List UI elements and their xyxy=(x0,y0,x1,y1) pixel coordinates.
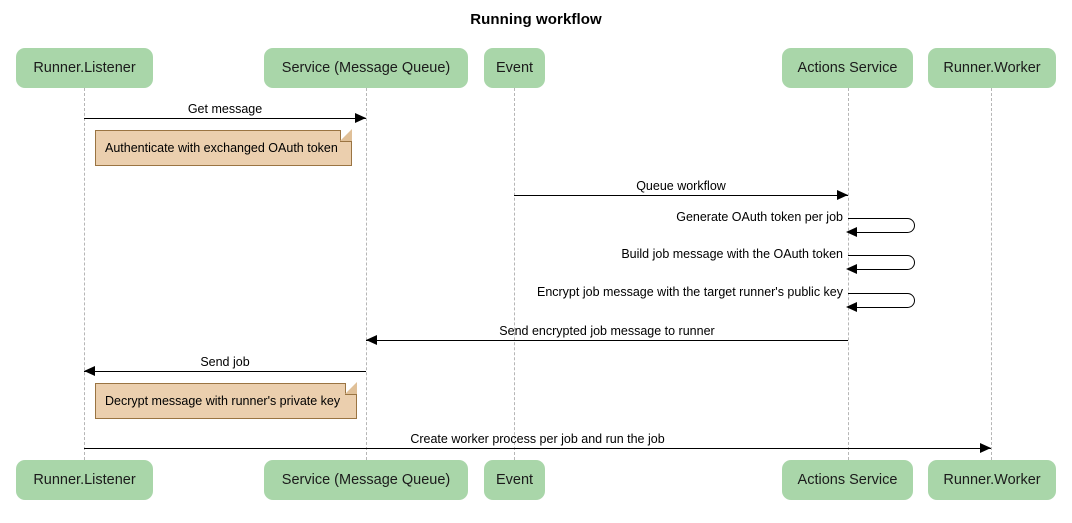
participant-runner-listener-top[interactable]: Runner.Listener xyxy=(16,48,153,88)
arrowhead-send-encrypted-job-message xyxy=(366,335,377,345)
participant-label: Runner.Worker xyxy=(943,472,1041,488)
arrowhead-build-job-message xyxy=(846,264,857,274)
note-fold-icon xyxy=(340,129,352,142)
message-line-send-encrypted-job-message[interactable] xyxy=(366,340,848,341)
participant-label: Actions Service xyxy=(797,472,898,488)
participant-service-message-queue-bottom[interactable]: Service (Message Queue) xyxy=(264,460,468,500)
participant-service-message-queue-top[interactable]: Service (Message Queue) xyxy=(264,48,468,88)
arrowhead-queue-workflow xyxy=(837,190,848,200)
message-line-create-worker-process[interactable] xyxy=(84,448,991,449)
participant-label: Runner.Worker xyxy=(943,60,1041,76)
participant-runner-worker-top[interactable]: Runner.Worker xyxy=(928,48,1056,88)
message-label-generate-oauth-token: Generate OAuth token per job xyxy=(676,210,843,224)
arrowhead-encrypt-job-message xyxy=(846,302,857,312)
participant-label: Runner.Listener xyxy=(33,60,136,76)
message-label-send-encrypted-job-message: Send encrypted job message to runner xyxy=(499,324,715,338)
participant-label: Service (Message Queue) xyxy=(281,60,451,76)
participant-event-top[interactable]: Event xyxy=(484,48,545,88)
participant-runner-listener-bottom[interactable]: Runner.Listener xyxy=(16,460,153,500)
message-label-queue-workflow: Queue workflow xyxy=(636,179,726,193)
note-label: Authenticate with exchanged OAuth token xyxy=(105,141,338,155)
message-line-queue-workflow[interactable] xyxy=(514,195,848,196)
message-label-create-worker-process: Create worker process per job and run th… xyxy=(410,432,665,446)
lifeline-runner-worker xyxy=(991,88,992,460)
selfloop-encrypt-job-message[interactable] xyxy=(848,293,915,308)
participant-runner-worker-bottom[interactable]: Runner.Worker xyxy=(928,460,1056,500)
selfloop-generate-oauth-token[interactable] xyxy=(848,218,915,233)
participant-actions-service-top[interactable]: Actions Service xyxy=(782,48,913,88)
arrowhead-send-job xyxy=(84,366,95,376)
participant-actions-service-bottom[interactable]: Actions Service xyxy=(782,460,913,500)
note-fold-icon xyxy=(345,382,357,395)
lifeline-runner-listener xyxy=(84,88,85,460)
message-line-get-message[interactable] xyxy=(84,118,366,119)
lifeline-actions-service xyxy=(848,88,849,460)
participant-label: Service (Message Queue) xyxy=(281,472,451,488)
lifeline-event xyxy=(514,88,515,460)
note-label: Decrypt message with runner's private ke… xyxy=(105,394,341,408)
participant-event-bottom[interactable]: Event xyxy=(484,460,545,500)
participant-label: Event xyxy=(495,60,534,76)
message-line-send-job[interactable] xyxy=(84,371,366,372)
participant-label: Runner.Listener xyxy=(33,472,136,488)
arrowhead-generate-oauth-token xyxy=(846,227,857,237)
selfloop-build-job-message[interactable] xyxy=(848,255,915,270)
message-label-encrypt-job-message: Encrypt job message with the target runn… xyxy=(536,285,843,299)
note-authenticate-oauth: Authenticate with exchanged OAuth token xyxy=(95,129,352,166)
arrowhead-get-message xyxy=(355,113,366,123)
participant-label: Actions Service xyxy=(797,60,898,76)
participant-label: Event xyxy=(495,472,534,488)
note-decrypt-private-key: Decrypt message with runner's private ke… xyxy=(95,382,357,419)
message-label-get-message: Get message xyxy=(187,102,263,116)
diagram-title: Running workflow xyxy=(470,11,602,28)
lifeline-service-message-queue xyxy=(366,88,367,460)
message-label-build-job-message: Build job message with the OAuth token xyxy=(621,247,843,261)
message-label-send-job: Send job xyxy=(200,355,250,369)
arrowhead-create-worker-process xyxy=(980,443,991,453)
